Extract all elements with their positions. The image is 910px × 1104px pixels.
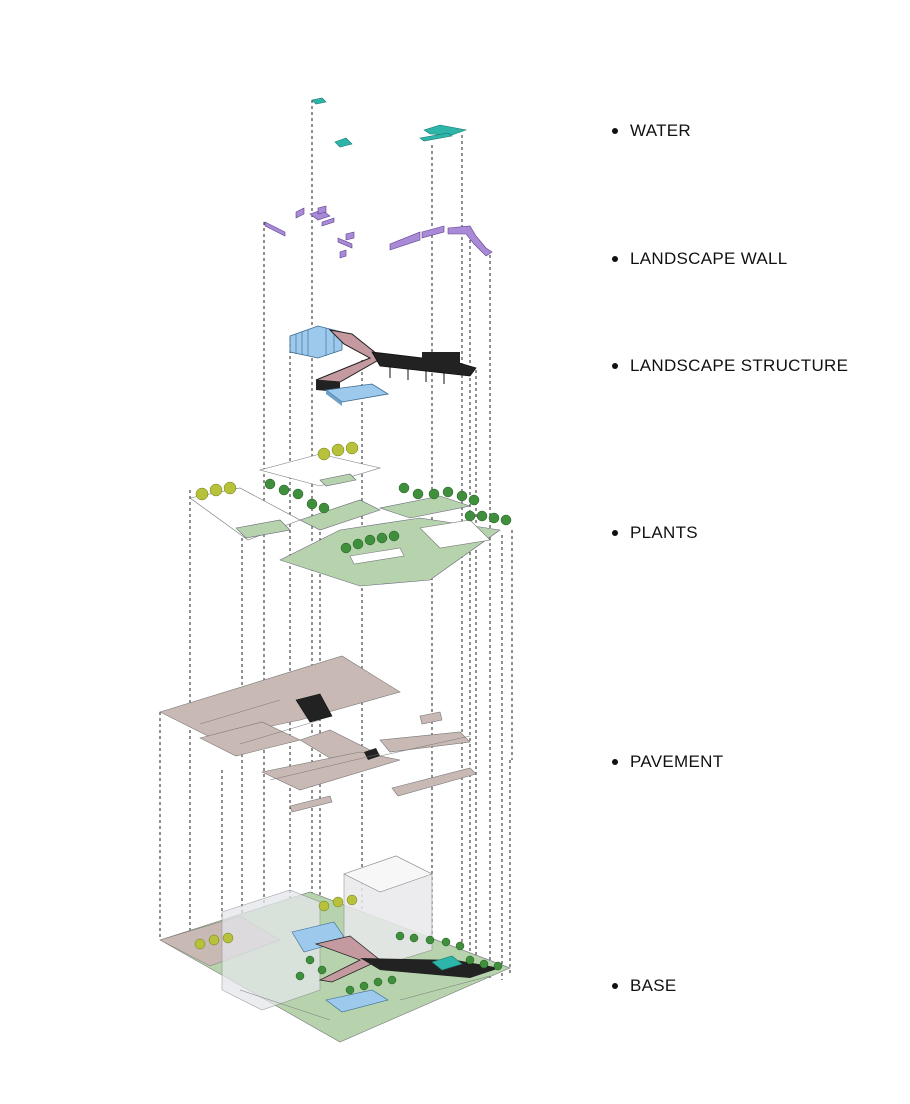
water-piece — [311, 97, 327, 105]
legend-label: WATER — [630, 121, 691, 140]
pavement-plaza — [159, 655, 401, 743]
legend-item-base: BASE — [612, 975, 677, 997]
legend-item-plants: PLANTS — [612, 522, 698, 544]
bullet-icon — [612, 256, 618, 262]
legend-label: LANDSCAPE STRUCTURE — [630, 356, 849, 375]
pavement-layer — [159, 655, 477, 813]
legend-item-landscape-wall: LANDSCAPE WALL — [612, 248, 788, 270]
water-piece — [419, 132, 453, 142]
bullet-icon — [612, 128, 618, 134]
landscape-wall-layer — [264, 205, 493, 259]
bullet-icon — [612, 363, 618, 369]
bullet-icon — [612, 530, 618, 536]
legend-label: PAVEMENT — [630, 752, 724, 771]
bullet-icon — [612, 983, 618, 989]
tree-cluster-green — [264, 478, 512, 554]
landscape-structure-layer — [289, 325, 477, 406]
tree-cluster-yellow — [195, 441, 359, 501]
legend-label: PLANTS — [630, 523, 698, 542]
layer-legend: WATER LANDSCAPE WALL LANDSCAPE STRUCTURE… — [612, 0, 902, 1104]
bullet-icon — [612, 759, 618, 765]
water-piece — [423, 124, 468, 136]
water-layer — [311, 97, 468, 148]
base-layer — [159, 855, 511, 1043]
base-pool — [431, 955, 463, 971]
legend-item-pavement: PAVEMENT — [612, 751, 723, 773]
legend-item-water: WATER — [612, 120, 691, 142]
glass-tower — [221, 889, 321, 1011]
glass-pavilion — [289, 325, 343, 359]
plants-layer — [189, 441, 512, 587]
legend-item-landscape-structure: LANDSCAPE STRUCTURE — [612, 355, 848, 377]
water-piece — [334, 137, 353, 148]
legend-label: LANDSCAPE WALL — [630, 249, 788, 268]
legend-label: BASE — [630, 976, 677, 995]
